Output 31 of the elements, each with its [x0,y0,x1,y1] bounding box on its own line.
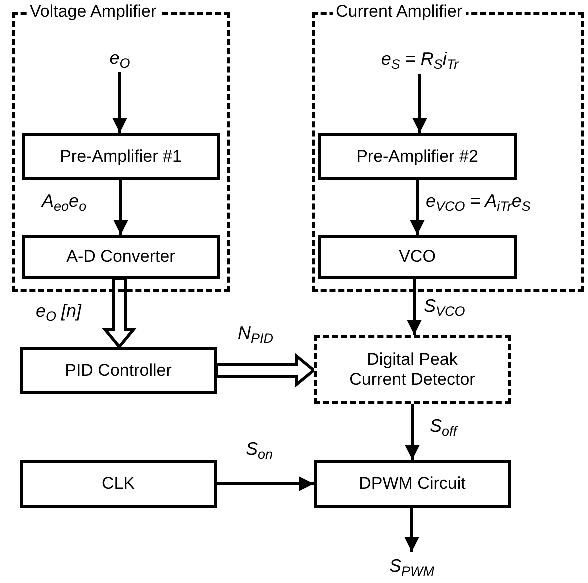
box-label: Pre-Amplifier #2 [356,146,480,166]
signal-label: e$_{O}$ [95,44,145,72]
box-label: A-D Converter [66,247,176,267]
arrow [410,180,425,235]
box-label: DPWM Circuit [358,474,467,494]
process-box [318,235,517,279]
signal-label: e$_{S}$ = R$_{S}$i$_{Tr}$ [355,44,485,74]
arrow [217,476,314,492]
arrow [407,279,422,335]
process-box [22,235,220,279]
box-label: VCO [398,247,437,267]
process-box [314,460,511,508]
signal-label: S$_{PWM}$ [377,552,447,580]
process-box [22,133,220,180]
dashed-process-box [314,335,511,404]
box-label: Pre-Amplifier #1 [59,146,183,166]
hollow-arrow [102,278,137,350]
group-title: Voltage Amplifier [27,2,160,22]
process-box [20,460,217,508]
arrow [412,74,428,133]
process-box [20,347,217,394]
box-label: Digital Peak Current Detector [348,350,476,390]
arrow [405,404,420,460]
process-box [318,133,517,180]
box-label: PID Controller [64,360,173,380]
hollow-arrow [216,353,316,388]
arrow [114,180,128,235]
box-label: CLK [100,474,136,494]
group-title: Current Amplifier [333,2,466,22]
arrow [404,508,420,552]
arrow [112,72,128,133]
